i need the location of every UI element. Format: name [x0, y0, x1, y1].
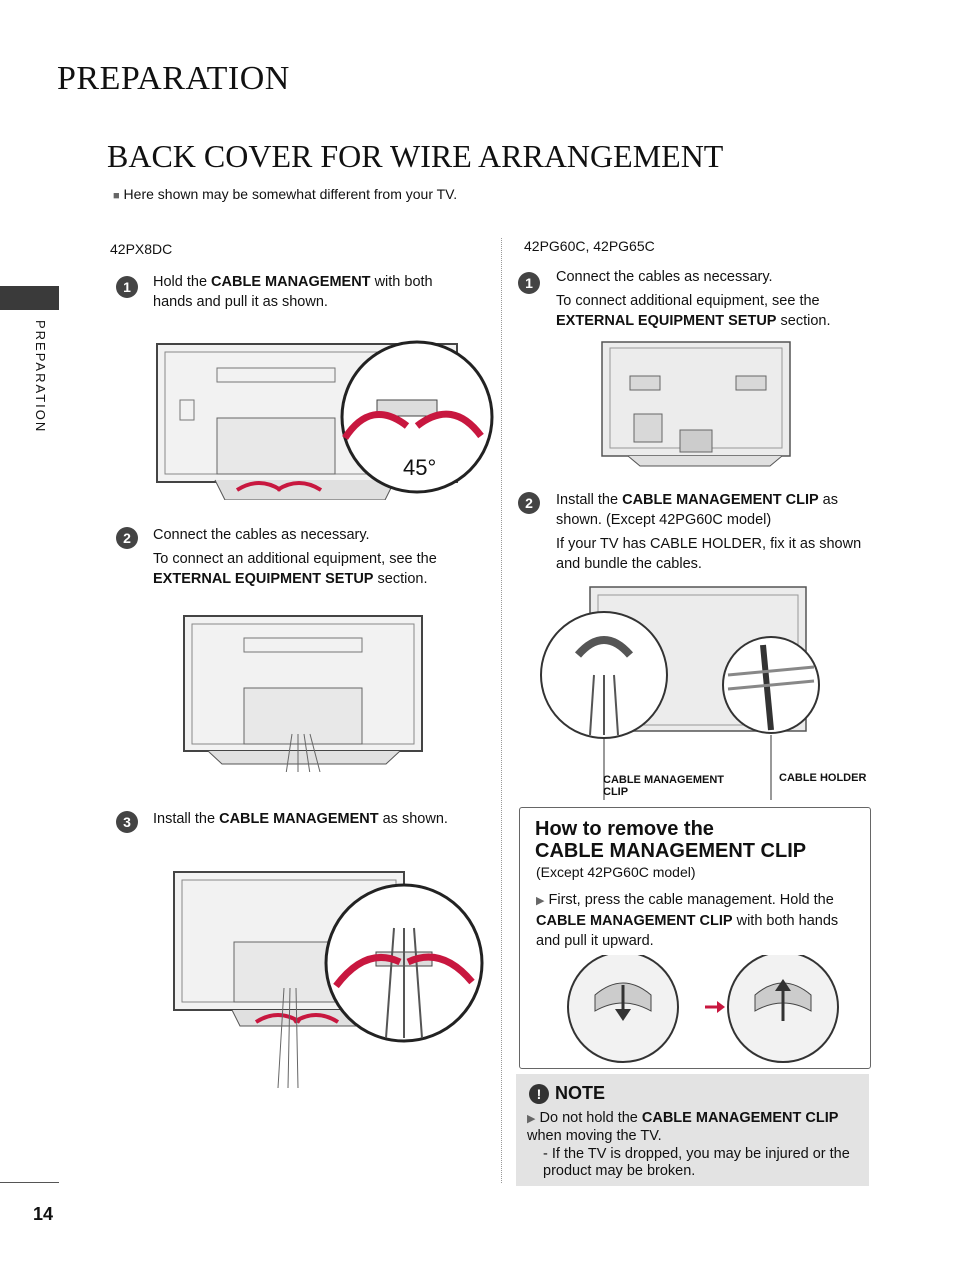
right-model-label: 42PG60C, 42PG65C	[524, 238, 655, 254]
note-bullet-1: ▶ Do not hold the CABLE MANAGEMENT CLIP …	[527, 1110, 839, 1144]
left-step-1-number: 1	[116, 276, 138, 298]
bullet-arrow-icon: ▶	[536, 895, 545, 907]
tv-back-illustration-1: 45°	[156, 340, 494, 500]
note-bullet-2: - If the TV is dropped, you may be injur…	[543, 1146, 850, 1179]
right-step-2-text: Install the CABLE MANAGEMENT CLIP as sho…	[556, 492, 862, 572]
section-title: BACK COVER FOR WIRE ARRANGEMENT	[107, 138, 724, 174]
left-step-1-text: Hold the CABLE MANAGEMENT with both hand…	[153, 274, 433, 310]
left-step-3-text: Install the CABLE MANAGEMENT as shown.	[153, 811, 448, 827]
tv-back-illustration-3	[173, 871, 484, 1089]
right-step-1-number: 1	[518, 272, 540, 294]
how-to-subtitle: (Except 42PG60C model)	[536, 864, 696, 880]
right-step-1-text: Connect the cables as necessary. To conn…	[556, 269, 831, 329]
caption-cable-holder: CABLE HOLDER	[779, 772, 867, 784]
side-tab-bar	[0, 286, 59, 310]
how-to-title: How to remove the CABLE MANAGEMENT CLIP	[535, 818, 807, 862]
left-step-2-text: Connect the cables as necessary. To conn…	[153, 527, 437, 587]
warning-icon: !	[529, 1084, 549, 1104]
how-to-bullet: ▶ First, press the cable management. Hol…	[536, 892, 839, 949]
tv-back-illustration-right-2	[540, 586, 820, 800]
page-number: 14	[33, 1204, 54, 1224]
tv-back-illustration-right-1	[601, 341, 791, 467]
left-step-3-number: 3	[116, 811, 138, 833]
footer-rule	[0, 1182, 59, 1183]
clip-removal-illustration	[567, 955, 839, 1063]
left-model-label: 42PX8DC	[110, 241, 173, 257]
page-header-title: PREPARATION	[57, 60, 290, 97]
tv-back-illustration-2	[183, 615, 423, 772]
side-label: PREPARATION	[33, 320, 48, 434]
angle-label: 45°	[403, 455, 436, 480]
note-title: NOTE	[555, 1083, 606, 1103]
note-box	[516, 1074, 869, 1186]
left-step-2-number: 2	[116, 527, 138, 549]
note-bullet-arrow-icon: ▶	[527, 1113, 536, 1125]
column-divider	[501, 238, 502, 1183]
caption-cable-management-clip: CABLE MANAGEMENT CLIP	[603, 774, 724, 798]
right-step-2-number: 2	[518, 492, 540, 514]
how-to-remove-box	[519, 807, 871, 1069]
top-note: ■ Here shown may be somewhat different f…	[113, 186, 458, 202]
